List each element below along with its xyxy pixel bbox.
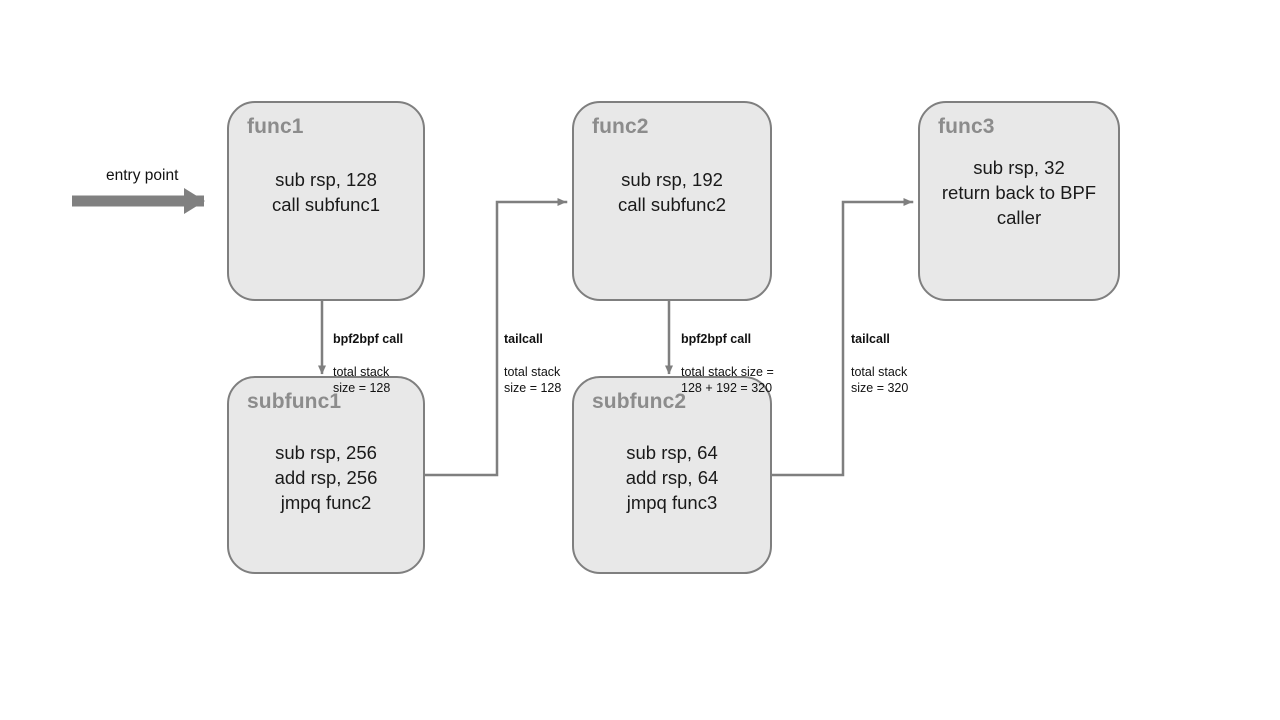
edge-label-func2-to-subfunc2: bpf2bpf call total stack size = 128 + 19… <box>681 314 806 397</box>
node-func1[interactable]: func1 sub rsp, 128 call subfunc1 <box>227 101 425 301</box>
node-func2-title: func2 <box>592 115 649 138</box>
edge-label-kind: tailcall <box>504 331 543 346</box>
node-subfunc1[interactable]: subfunc1 sub rsp, 256 add rsp, 256 jmpq … <box>227 376 425 574</box>
edge-subfunc2-to-func3 <box>771 198 914 477</box>
edge-label-kind: bpf2bpf call <box>681 331 752 346</box>
edge-label-detail: total stack size = 128 + 192 = 320 <box>681 364 774 396</box>
node-subfunc2[interactable]: subfunc2 sub rsp, 64 add rsp, 64 jmpq fu… <box>572 376 772 574</box>
edge-label-func1-to-subfunc1: bpf2bpf call total stack size = 128 <box>333 314 443 397</box>
edge-subfunc1-to-func2 <box>424 198 568 477</box>
node-func3-body: sub rsp, 32 return back to BPF caller <box>941 157 1097 228</box>
node-func2-body: sub rsp, 192 call subfunc2 <box>618 169 726 215</box>
node-func1-title: func1 <box>247 115 304 138</box>
node-func3[interactable]: func3 sub rsp, 32 return back to BPF cal… <box>918 101 1120 301</box>
node-func2[interactable]: func2 sub rsp, 192 call subfunc2 <box>572 101 772 301</box>
edge-label-kind: tailcall <box>851 331 890 346</box>
edge-label-subfunc2-to-func3: tailcall total stack size = 320 <box>851 314 951 397</box>
entry-point-label: entry point <box>106 167 179 184</box>
node-func1-body: sub rsp, 128 call subfunc1 <box>272 169 380 215</box>
edge-label-detail: total stack size = 320 <box>851 364 909 396</box>
node-subfunc1-body: sub rsp, 256 add rsp, 256 jmpq func2 <box>274 442 378 513</box>
edge-label-kind: bpf2bpf call <box>333 331 404 346</box>
node-func3-title: func3 <box>938 115 995 138</box>
edge-label-detail: total stack size = 128 <box>333 364 391 396</box>
node-subfunc2-title: subfunc2 <box>592 390 687 413</box>
node-subfunc2-body: sub rsp, 64 add rsp, 64 jmpq func3 <box>625 442 719 513</box>
node-subfunc1-title: subfunc1 <box>247 390 342 413</box>
edge-label-subfunc1-to-func2: tailcall total stack size = 128 <box>504 314 604 397</box>
edge-label-detail: total stack size = 128 <box>504 364 562 396</box>
